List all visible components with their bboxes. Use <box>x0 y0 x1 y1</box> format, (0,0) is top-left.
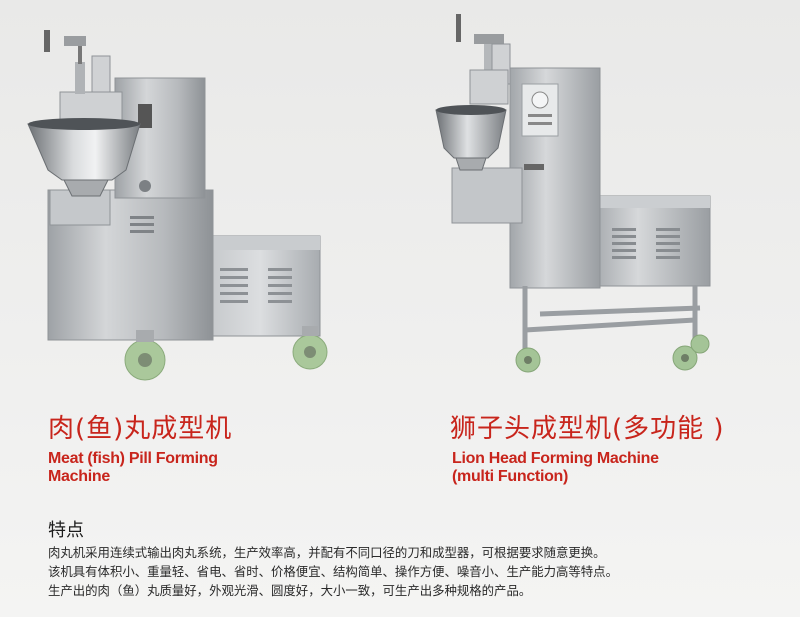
product-1-title-en-line2: Machine <box>48 468 110 485</box>
product-1-title-cn: 肉(鱼)丸成型机 <box>48 414 233 444</box>
product-1-title-en-line1: Meat (fish) Pill Forming <box>48 450 218 467</box>
lion-head-forming-machine-image <box>435 14 711 373</box>
product-2-title-en-line1: Lion Head Forming Machine <box>452 450 659 467</box>
features-heading: 特点 <box>48 520 84 541</box>
meat-pill-forming-machine-image <box>27 30 328 381</box>
features-line-2: 该机具有体积小、重量轻、省电、省时、价格便宜、结构简单、操作方便、噪音小、生产能… <box>48 564 618 579</box>
product-2-title-cn: 狮子头成型机(多功能 ) <box>450 414 725 444</box>
features-line-1: 肉丸机采用连续式输出肉丸系统，生产效率高，并配有不同口径的刀和成型器，可根据要求… <box>48 545 606 560</box>
features-line-3: 生产出的肉（鱼）丸质量好，外观光滑、圆度好，大小一致，可生产出多种规格的产品。 <box>48 583 532 598</box>
product-2-title-en-line2: (multi Function) <box>452 468 569 485</box>
